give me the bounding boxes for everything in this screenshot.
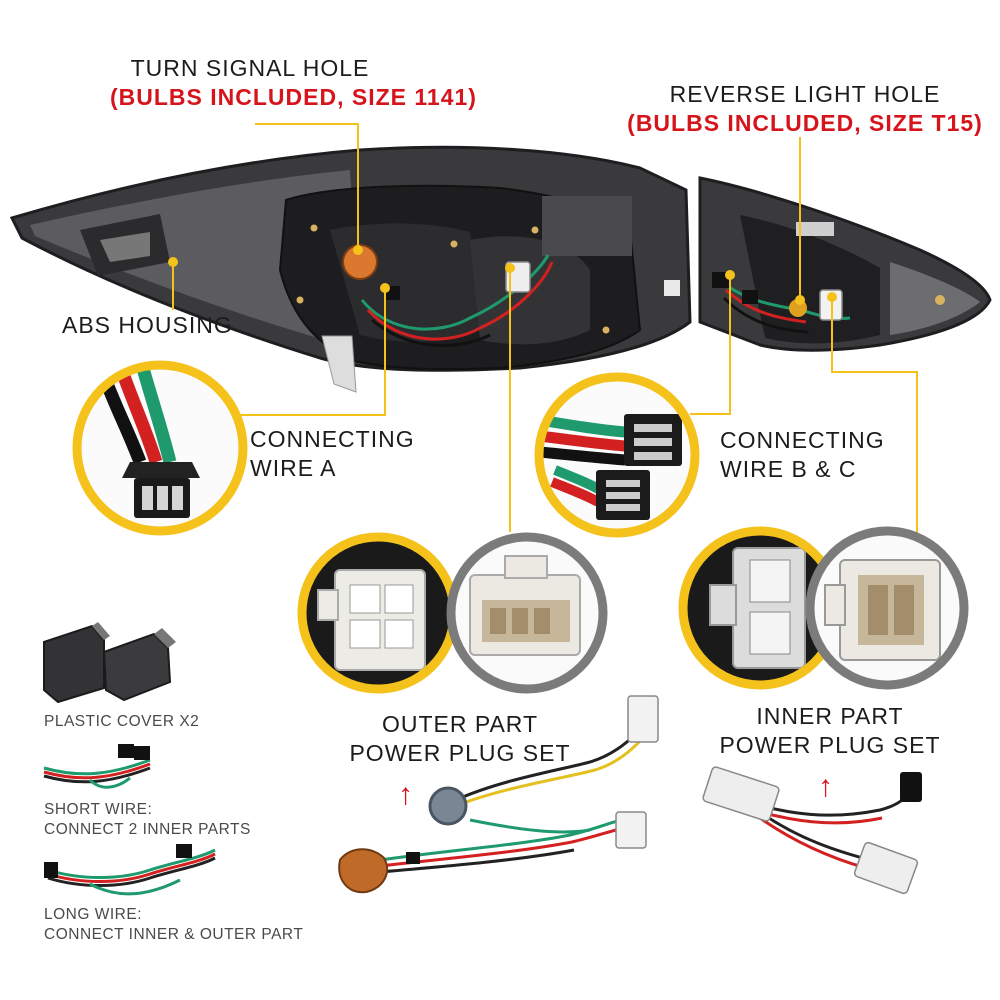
wire-a-line2: WIRE A (250, 454, 337, 481)
wire-a-line1: CONNECTING (250, 426, 415, 452)
inner-plug-zoom-gray (805, 526, 969, 690)
inner-plug-harness (702, 766, 922, 895)
inner-part-label: INNER PART POWER PLUG SET (715, 702, 945, 760)
housing-wiring (342, 244, 851, 347)
reverse-light-title: REVERSE LIGHT HOLE (669, 81, 941, 107)
wire-bc-label: CONNECTING WIRE B & C (720, 426, 885, 484)
outer-part-label: OUTER PART POWER PLUG SET (345, 710, 575, 768)
wire-bc-line1: CONNECTING (720, 427, 885, 453)
inner-plug-zoom-yellow (678, 526, 842, 690)
outer-plug-zoom-yellow (297, 532, 459, 694)
long-wire-line2: CONNECT INNER & OUTER PART (44, 926, 304, 944)
inner-part-line2: POWER PLUG SET (719, 731, 941, 758)
plastic-cover-pieces (43, 622, 176, 704)
wire-bc-line2: WIRE B & C (720, 455, 857, 482)
tail-light-housing (9, 145, 992, 393)
plastic-cover-label: PLASTIC COVER X2 (44, 713, 200, 730)
reverse-light-note: (BULBS INCLUDED, SIZE T15) (627, 109, 983, 136)
short-wire-harness (43, 744, 151, 789)
long-wire-harness (44, 844, 216, 896)
outer-part-line1: OUTER PART (381, 711, 539, 737)
short-wire-line2: CONNECT 2 INNER PARTS (44, 821, 251, 839)
callout-lines (172, 123, 918, 546)
wire-bc-zoom (534, 372, 700, 538)
callout-dots (168, 245, 837, 305)
outer-part-line2: POWER PLUG SET (349, 739, 571, 766)
outer-plug-harness (338, 695, 659, 894)
abs-housing-label: ABS HOUSING (62, 312, 233, 338)
wire-a-label: CONNECTING WIRE A (250, 425, 415, 483)
outer-plug-zoom-gray (446, 532, 608, 694)
long-wire-line1: LONG WIRE: (44, 906, 143, 923)
short-wire-line1: SHORT WIRE: (44, 801, 153, 818)
outer-part-arrow-icon: ↑ (398, 778, 413, 811)
turn-signal-note: (BULBS INCLUDED, SIZE 1141) (110, 83, 477, 110)
turn-signal-label: TURN SIGNAL HOLE (BULBS INCLUDED, SIZE 1… (110, 54, 477, 112)
inner-part-arrow-icon: ↑ (818, 770, 833, 803)
inner-part-line1: INNER PART (756, 703, 904, 729)
reverse-light-label: REVERSE LIGHT HOLE (BULBS INCLUDED, SIZE… (620, 80, 990, 138)
short-wire-label: SHORT WIRE: CONNECT 2 INNER PARTS (44, 800, 251, 840)
long-wire-label: LONG WIRE: CONNECT INNER & OUTER PART (44, 905, 303, 945)
wire-a-zoom (72, 360, 248, 536)
turn-signal-title: TURN SIGNAL HOLE (130, 55, 370, 81)
